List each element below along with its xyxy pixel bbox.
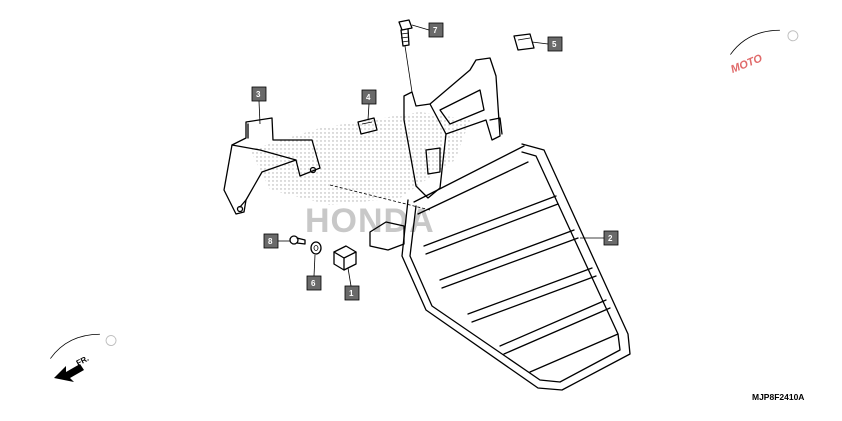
front-arrow-icon: [54, 364, 84, 382]
leader-lines: [258, 24, 604, 287]
callout-2: 2: [603, 230, 619, 246]
callout-3-label: 3: [256, 90, 261, 99]
callout-8: 8: [263, 233, 279, 249]
callout-6: 6: [306, 275, 322, 291]
callout-7-label: 7: [433, 26, 438, 35]
brand-logo-top: MOTO: [729, 29, 799, 76]
part-3-bracket: [223, 117, 321, 215]
part-center-stay: [403, 57, 503, 199]
callout-2-label: 2: [608, 234, 613, 243]
callout-5-label: 5: [552, 40, 557, 49]
callout-7: 7: [428, 22, 444, 38]
front-label: FR.: [75, 354, 91, 368]
callout-3: 3: [251, 86, 267, 102]
part-7-bolt: [398, 19, 413, 47]
callout-4: 4: [361, 89, 377, 105]
brand-logo-text: MOTO: [729, 52, 764, 76]
part-4-clip-nut: [357, 117, 378, 135]
part-8-screw: [289, 235, 306, 245]
callout-6-label: 6: [311, 279, 316, 288]
part-2-rear-carrier: [369, 143, 631, 391]
callout-1: 1: [344, 285, 360, 301]
callout-4-label: 4: [366, 93, 371, 102]
callout-5: 5: [547, 36, 563, 52]
part-5-clip-nut: [513, 33, 535, 51]
callout-1-label: 1: [349, 289, 354, 298]
brand-logo-bottom: [50, 333, 117, 359]
part-6-washer: [310, 241, 322, 255]
part-1-collar: [333, 245, 357, 271]
front-direction-indicator: FR.: [54, 354, 90, 382]
callout-8-label: 8: [268, 237, 273, 246]
diagram-code: MJP8F2410A: [752, 392, 804, 402]
